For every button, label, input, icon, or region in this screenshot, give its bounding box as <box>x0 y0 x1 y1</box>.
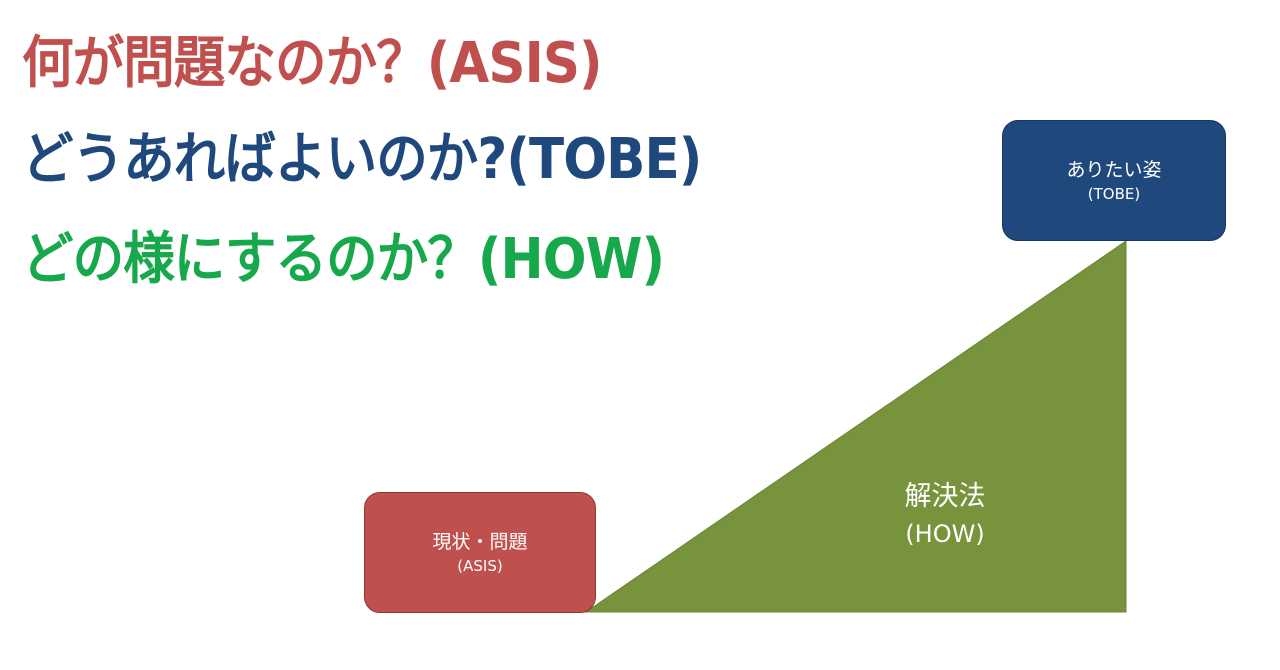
tobe-box-sub: (TOBE) <box>1087 184 1141 203</box>
asis-box-sub: (ASIS) <box>457 556 503 575</box>
solution-label: 解決法 (HOW) <box>860 478 1030 552</box>
tobe-box: ありたい姿 (TOBE) <box>1002 120 1226 241</box>
heading-asis: 何が問題なのか？(ASIS) <box>22 31 603 96</box>
tobe-box-title: ありたい姿 <box>1066 158 1162 181</box>
solution-triangle <box>584 240 1127 613</box>
heading-how: どの様にするのか？(HOW) <box>22 227 665 292</box>
asis-box-title: 現状・問題 <box>432 530 528 553</box>
heading-tobe: どうあればよいのか?(TOBE) <box>22 127 702 192</box>
asis-box: 現状・問題 (ASIS) <box>364 492 596 613</box>
solution-sub: (HOW) <box>905 520 985 548</box>
solution-title: 解決法 <box>904 481 986 512</box>
